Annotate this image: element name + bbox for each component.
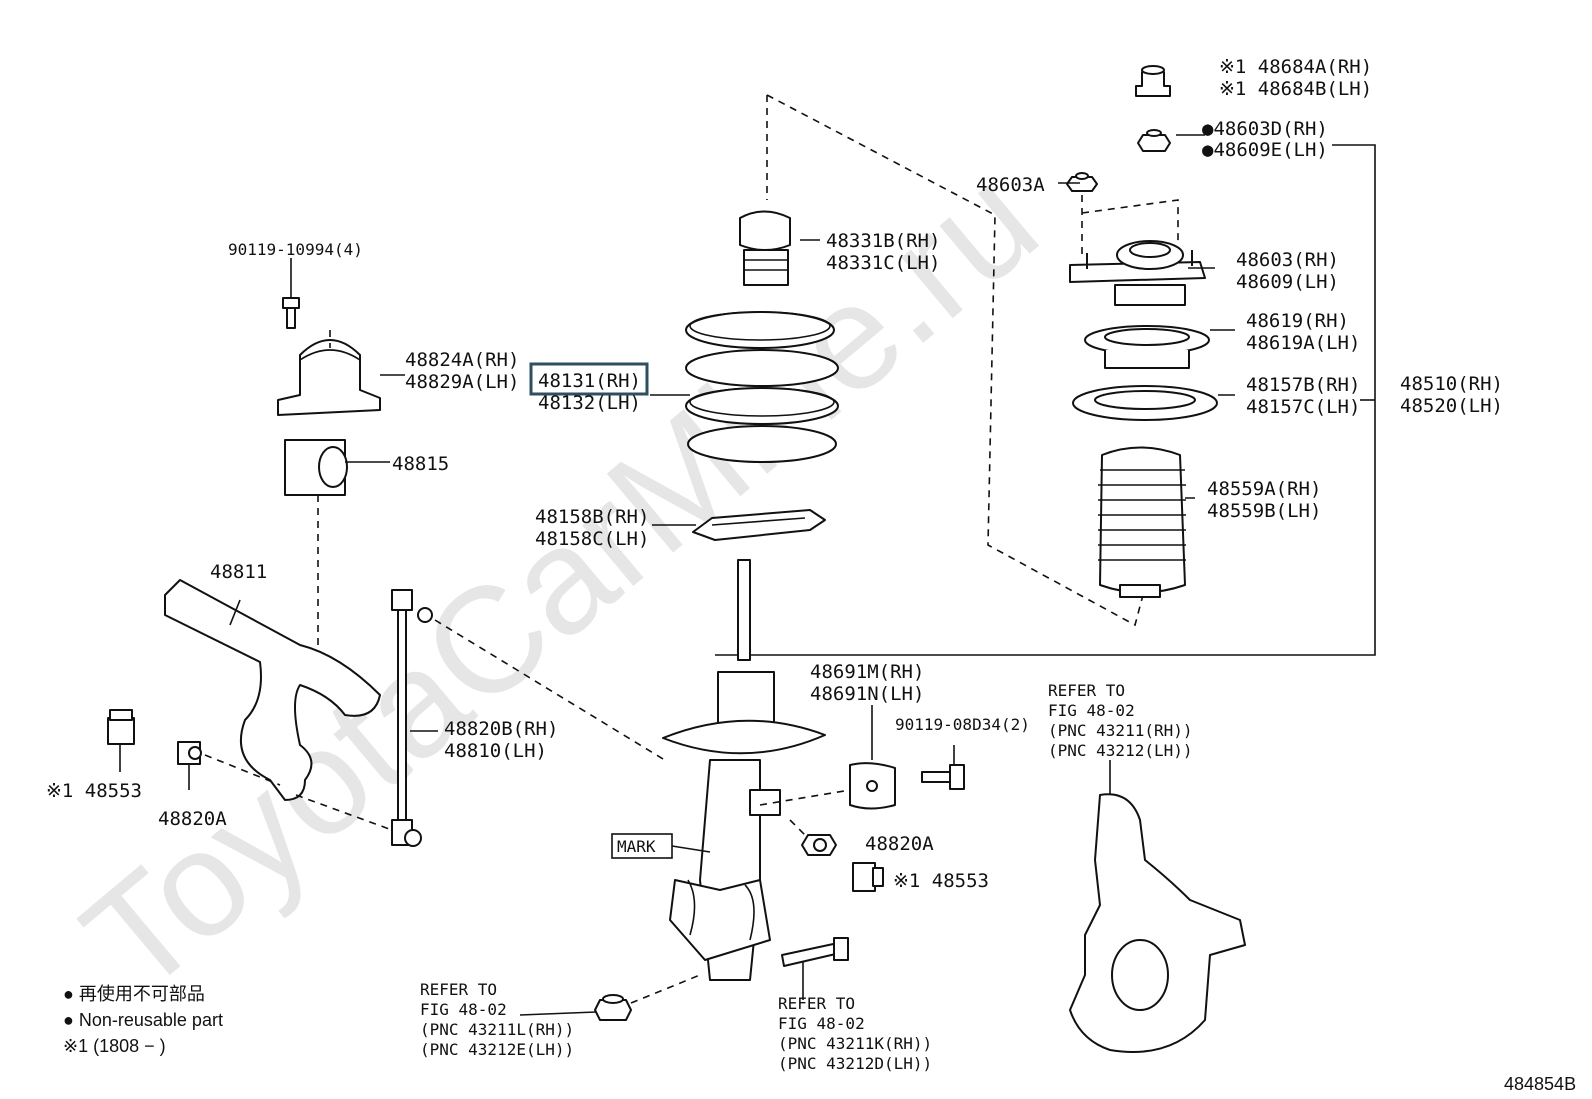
label-48131[interactable]: 48131(RH) (538, 370, 641, 392)
label-48829a: 48829A(LH) (405, 371, 519, 393)
label-48820a-right: 48820A (865, 833, 934, 855)
label-48331b: 48331B(RH) (826, 230, 940, 252)
ref-lower-nut[interactable]: REFER TO FIG 48-02 (PNC 43211L(RH)) (PNC… (420, 980, 574, 1059)
ref-lower-nut-line2: FIG 48-02 (420, 1000, 507, 1019)
label-48619a: 48619A(LH) (1246, 332, 1360, 354)
label-48603: 48603(RH) (1236, 249, 1339, 271)
ref-knuckle-line3: (PNC 43211(RH)) (1048, 721, 1193, 740)
label-48559b: 48559B(LH) (1207, 500, 1321, 522)
upper-nut-48684-icon (1135, 65, 1171, 97)
nut-48553-right-icon (759, 789, 884, 892)
boot-icon (1098, 446, 1186, 598)
highlight-box (529, 362, 649, 396)
nut-48603a-icon (1066, 172, 1098, 192)
spring-seat-upper-icon (1072, 385, 1218, 421)
lower-nut-icon (519, 974, 701, 1021)
stab-link-icon (391, 589, 669, 847)
label-48520: 48520(LH) (1400, 395, 1503, 417)
label-90119-10994: 90119-10994(4) (228, 240, 363, 259)
nut-48603d-icon (1137, 129, 1171, 152)
coil-spring-icon (685, 311, 839, 463)
ref-lower-bolt-line2: FIG 48-02 (778, 1014, 865, 1033)
ref-lower-bolt[interactable]: REFER TO FIG 48-02 (PNC 43211K(RH)) (PNC… (778, 994, 932, 1073)
nut-48820a-left-icon (177, 741, 281, 790)
label-48132: 48132(LH) (538, 392, 641, 414)
label-48810: 48810(LH) (444, 740, 547, 762)
mark-callout: MARK (611, 833, 711, 859)
ref-knuckle[interactable]: REFER TO FIG 48-02 (PNC 43211(RH)) (PNC … (1048, 681, 1193, 760)
mark-label: MARK (617, 837, 656, 856)
nut-48820a-right-icon (789, 819, 837, 856)
label-48824a: 48824A(RH) (405, 349, 519, 371)
stab-bracket-icon (277, 330, 381, 416)
label-48603d: ●48603D(RH) (1202, 118, 1328, 140)
stabilizer-bar-icon (164, 579, 393, 831)
legend-line3: ※1 (1808 − ) (63, 1036, 166, 1056)
label-48820b: 48820B(RH) (444, 718, 558, 740)
label-48158c: 48158C(LH) (535, 528, 649, 550)
ref-lower-bolt-line4: (PNC 43212D(LH)) (778, 1054, 932, 1073)
exploded-guide (766, 94, 1144, 627)
ref-lower-nut-line4: (PNC 43212E(LH)) (420, 1040, 574, 1059)
label-90119-08d34: 90119-08D34(2) (895, 715, 1030, 734)
lower-bolt-icon (781, 937, 849, 1000)
label-48603a: 48603A (976, 174, 1045, 196)
lower-insulator-icon (692, 509, 826, 541)
ref-lower-nut-line3: (PNC 43211L(RH)) (420, 1020, 574, 1039)
label-48691n: 48691N(LH) (810, 683, 924, 705)
ref-lower-nut-line1: REFER TO (420, 980, 497, 999)
bearing-icon (1084, 325, 1210, 369)
legend-line2: ● Non-reusable part (63, 1010, 223, 1030)
label-48559a: 48559A(RH) (1207, 478, 1321, 500)
bolt-90119-08d34-icon (921, 745, 965, 790)
bumper-icon (739, 210, 791, 286)
legend-line1: ● 再使用不可部品 (63, 984, 205, 1004)
label-48684a: ※1 48684A(RH) (1219, 56, 1372, 78)
bolt-90119-10994-icon (282, 258, 300, 329)
label-48820a-left: 48820A (158, 808, 227, 830)
legend: ● 再使用不可部品 ● Non-reusable part ※1 (1808 −… (63, 984, 223, 1056)
ref-knuckle-line4: (PNC 43212(LH)) (1048, 741, 1193, 760)
nut-48553-left-icon (107, 709, 135, 772)
knuckle-icon (1069, 760, 1246, 1053)
dynamic-damper-icon (849, 705, 896, 810)
label-48815: 48815 (392, 453, 449, 475)
ref-lower-bolt-line1: REFER TO (778, 994, 855, 1013)
label-48811: 48811 (210, 561, 267, 583)
label-48510: 48510(RH) (1400, 373, 1503, 395)
label-48553-left: ※1 48553 (46, 780, 142, 802)
label-48553-right: ※1 48553 (893, 870, 989, 892)
label-48691m: 48691M(RH) (810, 661, 924, 683)
label-48331c: 48331C(LH) (826, 252, 940, 274)
label-48684b: ※1 48684B(LH) (1219, 78, 1372, 100)
upper-support-icon (1069, 240, 1206, 306)
stab-bushing-icon (284, 439, 348, 650)
strut-assy-bracket (715, 144, 1376, 656)
label-48157c: 48157C(LH) (1246, 396, 1360, 418)
ref-knuckle-line1: REFER TO (1048, 681, 1125, 700)
diagram-id: 484854B (1504, 1074, 1576, 1094)
ref-lower-bolt-line3: (PNC 43211K(RH)) (778, 1034, 932, 1053)
label-48158b: 48158B(RH) (535, 506, 649, 528)
label-48609: 48609(LH) (1236, 271, 1339, 293)
label-48157b: 48157B(RH) (1246, 374, 1360, 396)
label-48609e: ●48609E(LH) (1202, 139, 1328, 161)
label-48619: 48619(RH) (1246, 310, 1349, 332)
ref-knuckle-line2: FIG 48-02 (1048, 701, 1135, 720)
strut-shock-icon (662, 559, 826, 981)
